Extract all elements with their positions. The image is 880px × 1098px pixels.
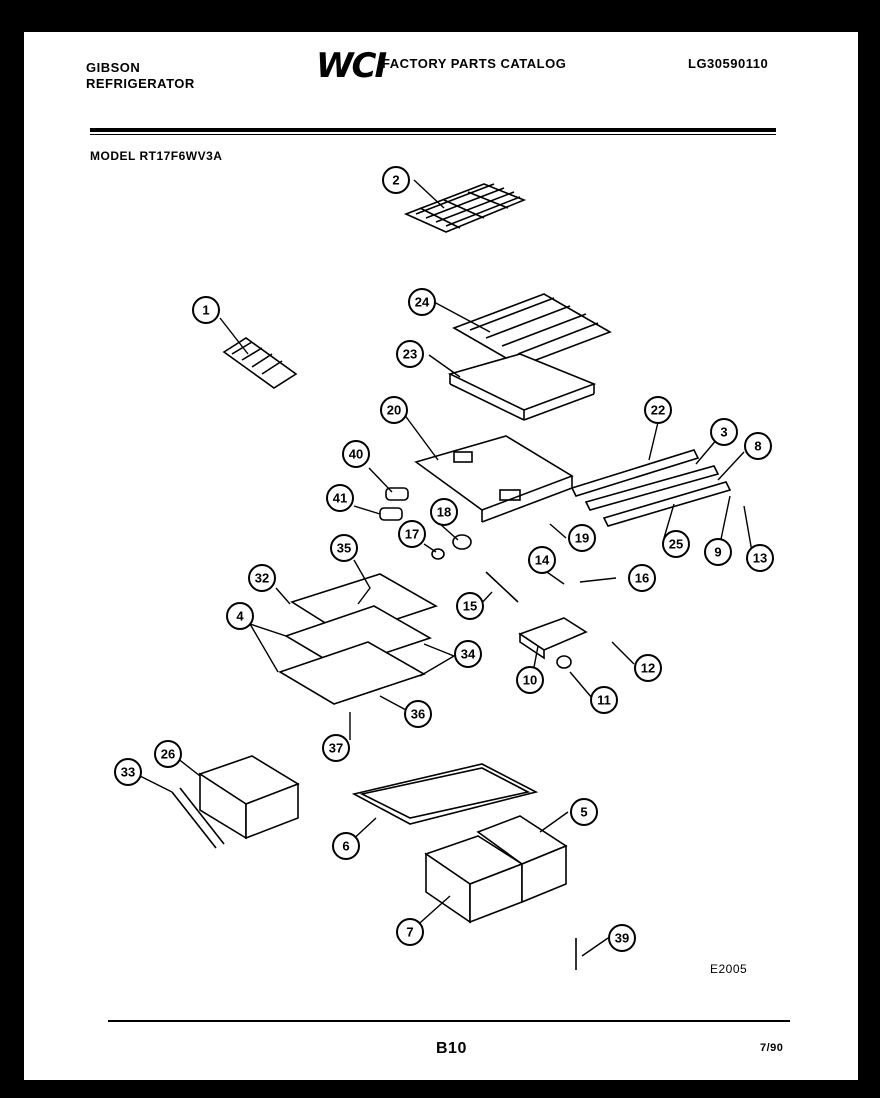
catalog-number: LG30590110 [688,56,769,71]
callout-label: 5 [580,805,587,820]
control-panel-cover [414,435,574,523]
part-callout-26: 26 [154,740,182,768]
callout-label: 11 [597,693,611,708]
callout-label: 13 [753,551,767,566]
leader-lines [131,179,753,957]
part-callout-35: 35 [330,534,358,562]
part-callout-37: 37 [322,734,350,762]
callout-label: 41 [333,491,347,506]
catalog-title: FACTORY PARTS CATALOG [382,56,567,71]
callout-label: 14 [535,553,550,568]
header-rule [90,128,776,132]
part-callout-17: 17 [398,520,426,548]
freezer-shelf-frame [447,353,597,421]
callout-label: 6 [342,839,349,854]
part-callout-1: 1 [192,296,220,324]
callout-label: 26 [161,747,175,762]
brand-name: GIBSON [86,60,141,75]
catalog-date: 7/90 [760,1042,784,1054]
callout-label: 3 [720,425,727,440]
part-callout-14: 14 [528,546,556,574]
callout-label: 32 [255,571,269,586]
callout-label: 9 [714,545,721,560]
crisper-pans [198,755,568,924]
part-callout-7: 7 [396,918,424,946]
callout-label: 8 [754,439,761,454]
page-number: B10 [436,1040,467,1057]
callout-label: 10 [523,673,537,688]
part-callout-12: 12 [634,654,662,682]
callout-label: 16 [635,571,649,586]
ice-tray [222,337,298,389]
freezer-shelf-grille [452,293,612,367]
callout-label: 23 [403,347,417,362]
exploded-parts-diagram: 2 1 24 23 20 22 3 8 40 41 18 17 19 25 9 13 35 14 16 32 15 4 34… [114,166,774,970]
part-callout-4: 4 [226,602,254,630]
callout-label: 40 [349,447,363,462]
callout-label: 36 [411,707,425,722]
part-callout-2: 2 [382,166,410,194]
callout-label: 35 [337,541,351,556]
part-callout-41: 41 [326,484,354,512]
callout-label: 17 [405,527,419,542]
model-number: MODEL RT17F6WV3A [90,149,223,163]
callout-label: 34 [461,647,476,662]
callout-label: 15 [463,599,477,614]
crisper-cover [351,763,539,825]
wci-logo: WCI [316,46,387,86]
callout-label: 25 [669,537,683,552]
part-callout-36: 36 [404,700,432,728]
catalog-sheet: GIBSON REFRIGERATOR WCI FACTORY PARTS CA… [24,32,858,1080]
part-callout-22: 22 [644,396,672,424]
part-callout-5: 5 [570,798,598,826]
part-callout-32: 32 [248,564,276,592]
callout-label: 4 [236,609,244,624]
figure-code: E2005 [710,962,748,976]
callout-label: 1 [202,303,209,318]
callout-label: 12 [641,661,655,676]
part-callout-16: 16 [628,564,656,592]
part-callout-20: 20 [380,396,408,424]
callout-label: 19 [575,531,589,546]
part-callout-3: 3 [710,418,738,446]
part-callout-9: 9 [704,538,732,566]
callout-label: 24 [415,295,430,310]
part-callout-18: 18 [430,498,458,526]
part-callout-23: 23 [396,340,424,368]
callout-label: 33 [121,765,135,780]
rail-assembly [570,449,732,527]
part-callout-24: 24 [408,288,436,316]
part-callout-19: 19 [568,524,596,552]
part-callout-39: 39 [608,924,636,952]
part-callout-15: 15 [456,592,484,620]
callout-label: 18 [437,505,451,520]
dairy-tray [518,617,588,669]
part-callout-8: 8 [744,432,772,460]
glass-shelves [278,573,438,705]
part-callout-25: 25 [662,530,690,558]
wire-shelf-top [403,183,527,233]
callout-label: 39 [615,931,629,946]
part-callout-33: 33 [114,758,142,786]
product-type: REFRIGERATOR [86,76,195,91]
part-callout-40: 40 [342,440,370,468]
part-callout-34: 34 [454,640,482,668]
part-callout-6: 6 [332,832,360,860]
footer-rule [108,1020,790,1022]
small-hardware [171,487,577,970]
callout-label: 7 [406,925,413,940]
callout-label: 2 [392,173,399,188]
callout-label: 37 [329,741,343,756]
callout-label: 22 [651,403,665,418]
header-rule-thin [90,134,776,135]
callout-label: 20 [387,403,401,418]
part-callout-13: 13 [746,544,774,572]
part-callout-11: 11 [590,686,618,714]
part-callout-10: 10 [516,666,544,694]
